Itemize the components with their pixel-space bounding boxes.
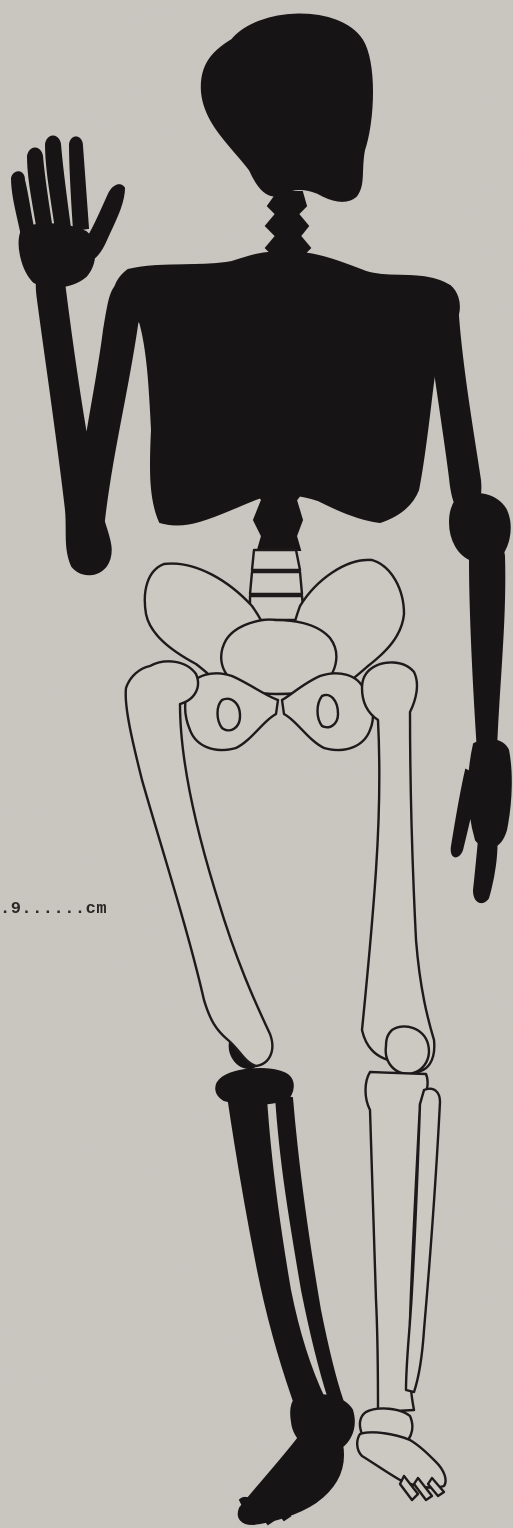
lumbar-vertebra-2 xyxy=(250,572,302,594)
cervical-spine xyxy=(266,192,310,258)
obturator-right xyxy=(318,695,339,727)
lumbar-vertebra-1 xyxy=(252,550,300,570)
thoracic-spine xyxy=(254,460,304,550)
measurement-label: .9......cm xyxy=(0,900,107,919)
left-patella xyxy=(386,1026,429,1074)
obturator-left xyxy=(218,699,241,731)
